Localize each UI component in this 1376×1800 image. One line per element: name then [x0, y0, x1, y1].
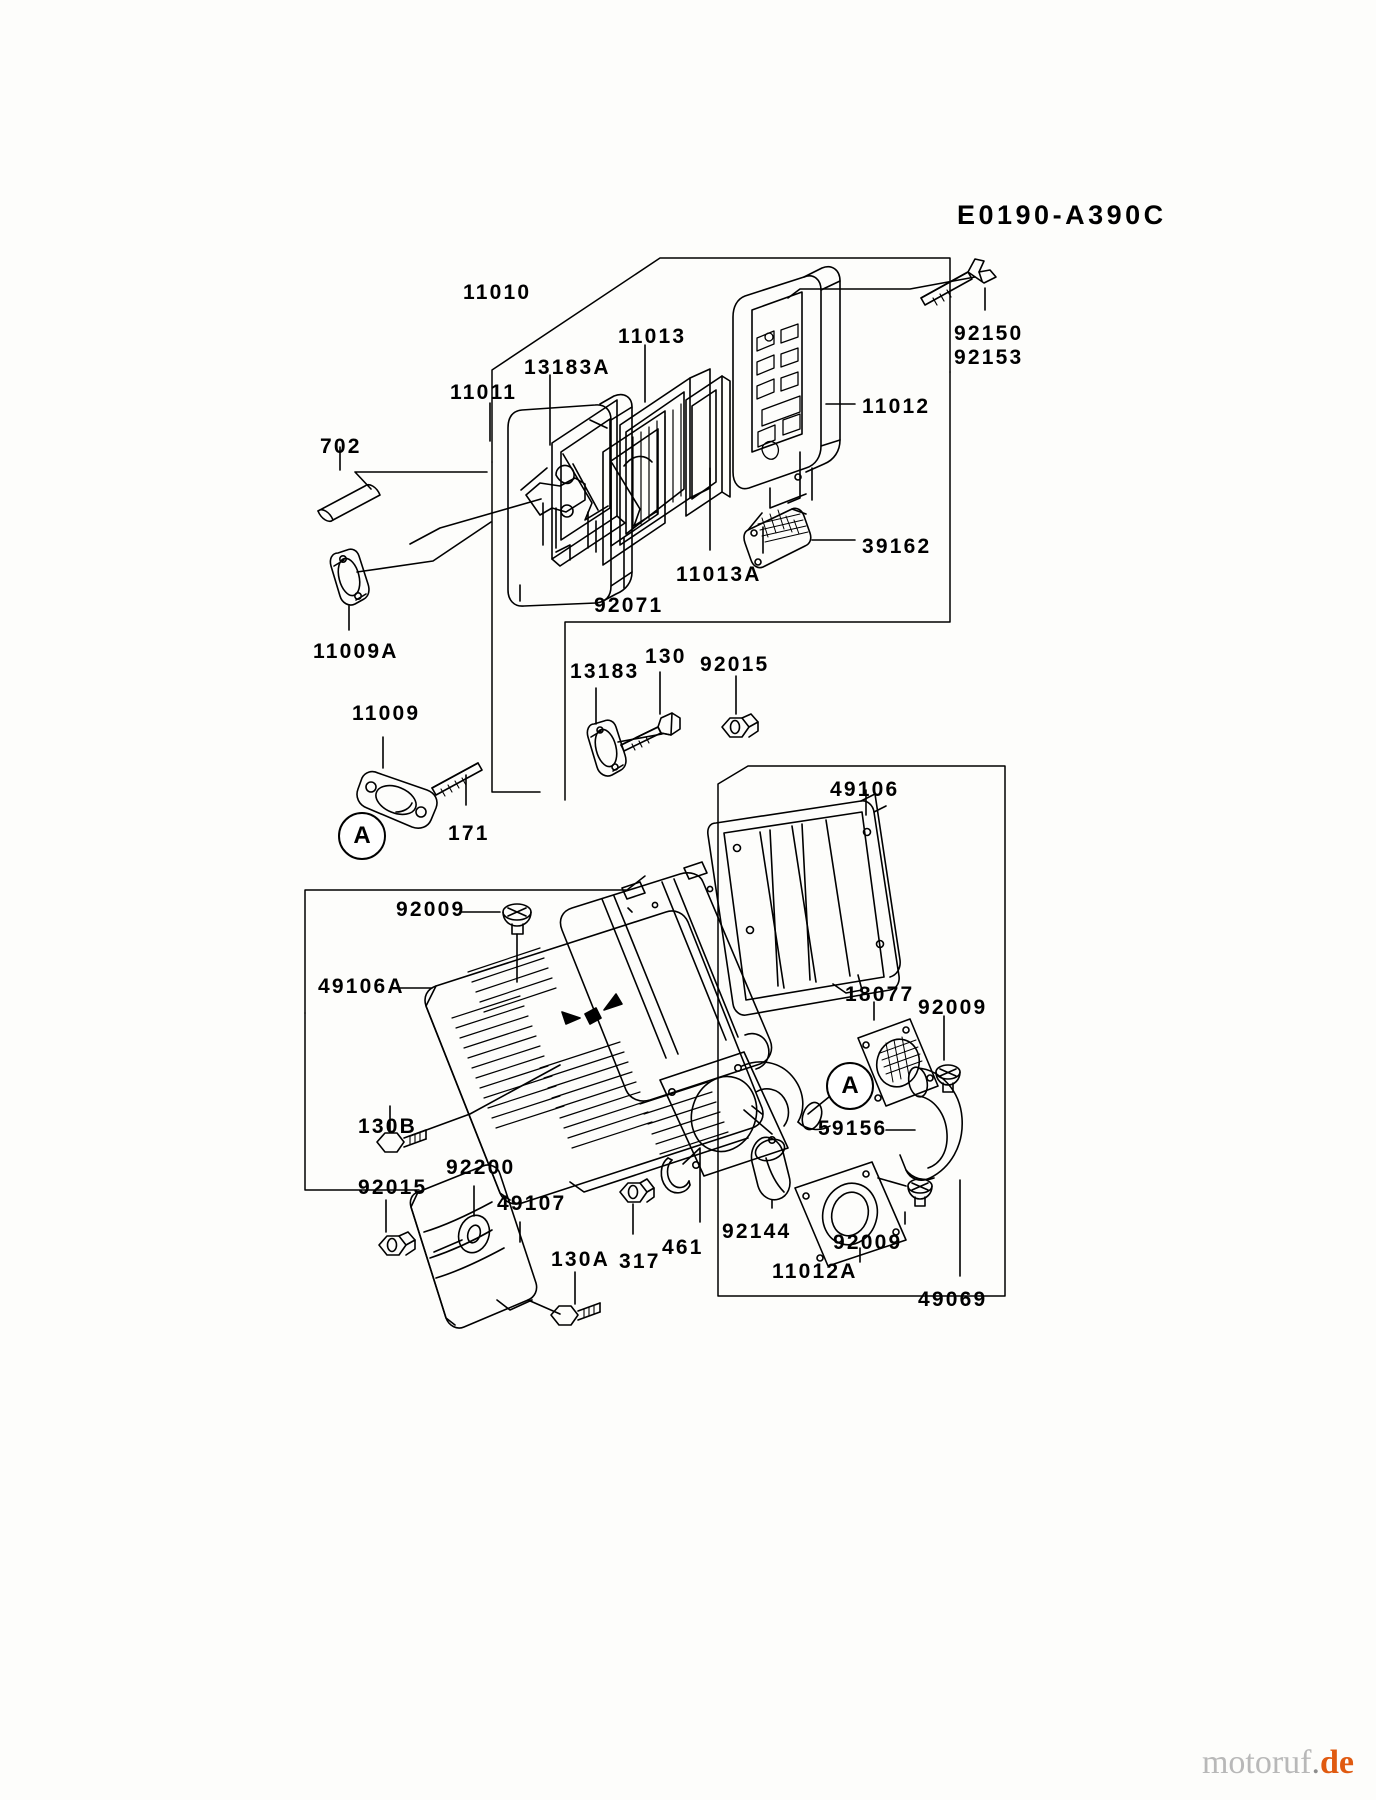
part-label-92144: 92144	[722, 1220, 792, 1243]
watermark-tld: de	[1320, 1744, 1354, 1781]
part-label-49106a: 49106A	[318, 975, 405, 998]
part-92150-wingbolt	[920, 258, 997, 306]
part-label-11012: 11012	[862, 395, 931, 418]
guard-louvers-left	[451, 995, 565, 1129]
part-130-bolt	[620, 712, 681, 752]
part-11009A-gasket	[329, 548, 370, 606]
part-11013A-foam	[685, 375, 731, 517]
part-11012A-flange	[794, 1161, 907, 1267]
part-92015-nut-upper	[721, 713, 759, 738]
part-label-59156: 59156	[818, 1117, 888, 1140]
part-label-92150: 92150	[954, 322, 1024, 345]
part-label-13183: 13183	[570, 660, 640, 683]
part-label-13183a: 13183A	[524, 356, 611, 379]
leader-92009-lower	[877, 1177, 907, 1187]
part-label-11013: 11013	[618, 325, 687, 348]
part-59156-elbow	[899, 1066, 963, 1181]
part-label-92153: 92153	[954, 346, 1024, 369]
site-watermark: motoruf.de	[1202, 1744, 1354, 1782]
part-label-92009-upper: 92009	[396, 898, 466, 921]
part-92071-seal	[602, 410, 666, 566]
part-label-317: 317	[619, 1250, 661, 1273]
part-92200-washer	[457, 1214, 491, 1254]
guard-louvers-far-right	[639, 1081, 729, 1155]
part-label-171: 171	[448, 822, 490, 845]
part-label-92015-lower: 92015	[358, 1176, 428, 1199]
part-label-461: 461	[662, 1236, 704, 1259]
part-label-49069: 49069	[918, 1288, 988, 1311]
part-92144-sleeve	[750, 1136, 791, 1201]
part-11009-gasket	[356, 770, 438, 829]
leader-11009A-upper	[356, 521, 492, 573]
part-317-nut	[619, 1178, 655, 1203]
part-label-130: 130	[645, 645, 687, 668]
part-11013-element	[619, 368, 711, 546]
part-label-11011: 11011	[450, 381, 518, 404]
part-label-11009a: 11009A	[313, 640, 399, 663]
part-label-130a: 130A	[551, 1248, 611, 1271]
part-label-92009-mid: 92009	[918, 996, 988, 1019]
watermark-brand: motoruf	[1201, 1744, 1312, 1781]
part-label-49107: 49107	[497, 1192, 567, 1215]
part-11011-cover	[507, 393, 633, 607]
part-92009-screw-lower	[907, 1178, 933, 1207]
part-92009-screw-upper	[502, 903, 532, 935]
part-130A-bolt	[550, 1302, 601, 1326]
part-label-92071: 92071	[594, 594, 664, 617]
part-39162-stopper	[743, 507, 812, 569]
part-49106-shield	[707, 793, 901, 1016]
leader-92200-guard	[433, 1239, 463, 1253]
leader-130A	[527, 1299, 561, 1315]
part-49106A-guard	[424, 910, 789, 1205]
part-label-11009: 11009	[352, 702, 421, 725]
part-702-tube	[317, 483, 381, 523]
guard-emblem	[561, 993, 623, 1025]
leader-461	[682, 1147, 701, 1223]
part-13183-gasket	[586, 719, 627, 777]
leader-92150	[787, 276, 976, 299]
part-label-49106: 49106	[830, 778, 900, 801]
callout-marker-a-upper: A	[338, 812, 386, 860]
part-label-92009-lower: 92009	[833, 1231, 903, 1254]
leader-130B	[409, 1064, 561, 1137]
part-label-11013a: 11013A	[676, 563, 762, 586]
part-171-stud	[431, 762, 483, 797]
guard-louvers-mid	[467, 947, 557, 1013]
part-11012-case	[732, 265, 841, 509]
leader-11011-detail	[409, 498, 542, 545]
part-exhaust-pipe	[741, 1061, 831, 1131]
part-461-clip	[660, 1157, 691, 1194]
part-92009-screw-mid	[935, 1064, 961, 1093]
callout-marker-a-lower: A	[826, 1062, 874, 1110]
part-label-702: 702	[320, 435, 362, 458]
part-label-11010: 11010	[463, 281, 532, 304]
part-label-130b: 130B	[358, 1115, 418, 1138]
part-label-11012a: 11012A	[772, 1260, 858, 1283]
part-92015-nut-lower	[378, 1231, 416, 1256]
part-label-92015-upper: 92015	[700, 653, 770, 676]
group-outline-49069	[717, 765, 1006, 1297]
diagram-title: E0190-A390C	[957, 200, 1167, 230]
part-label-18077: 18077	[845, 983, 915, 1006]
part-label-92200: 92200	[446, 1156, 516, 1179]
part-49069-muffler-body	[559, 861, 773, 1102]
part-label-39162: 39162	[862, 535, 932, 558]
guard-louvers-right	[539, 1041, 653, 1149]
leader-to-92144	[743, 1109, 773, 1135]
watermark-dot: .	[1311, 1744, 1321, 1781]
part-13183A-gasket	[551, 399, 626, 567]
leader-702	[354, 471, 488, 490]
